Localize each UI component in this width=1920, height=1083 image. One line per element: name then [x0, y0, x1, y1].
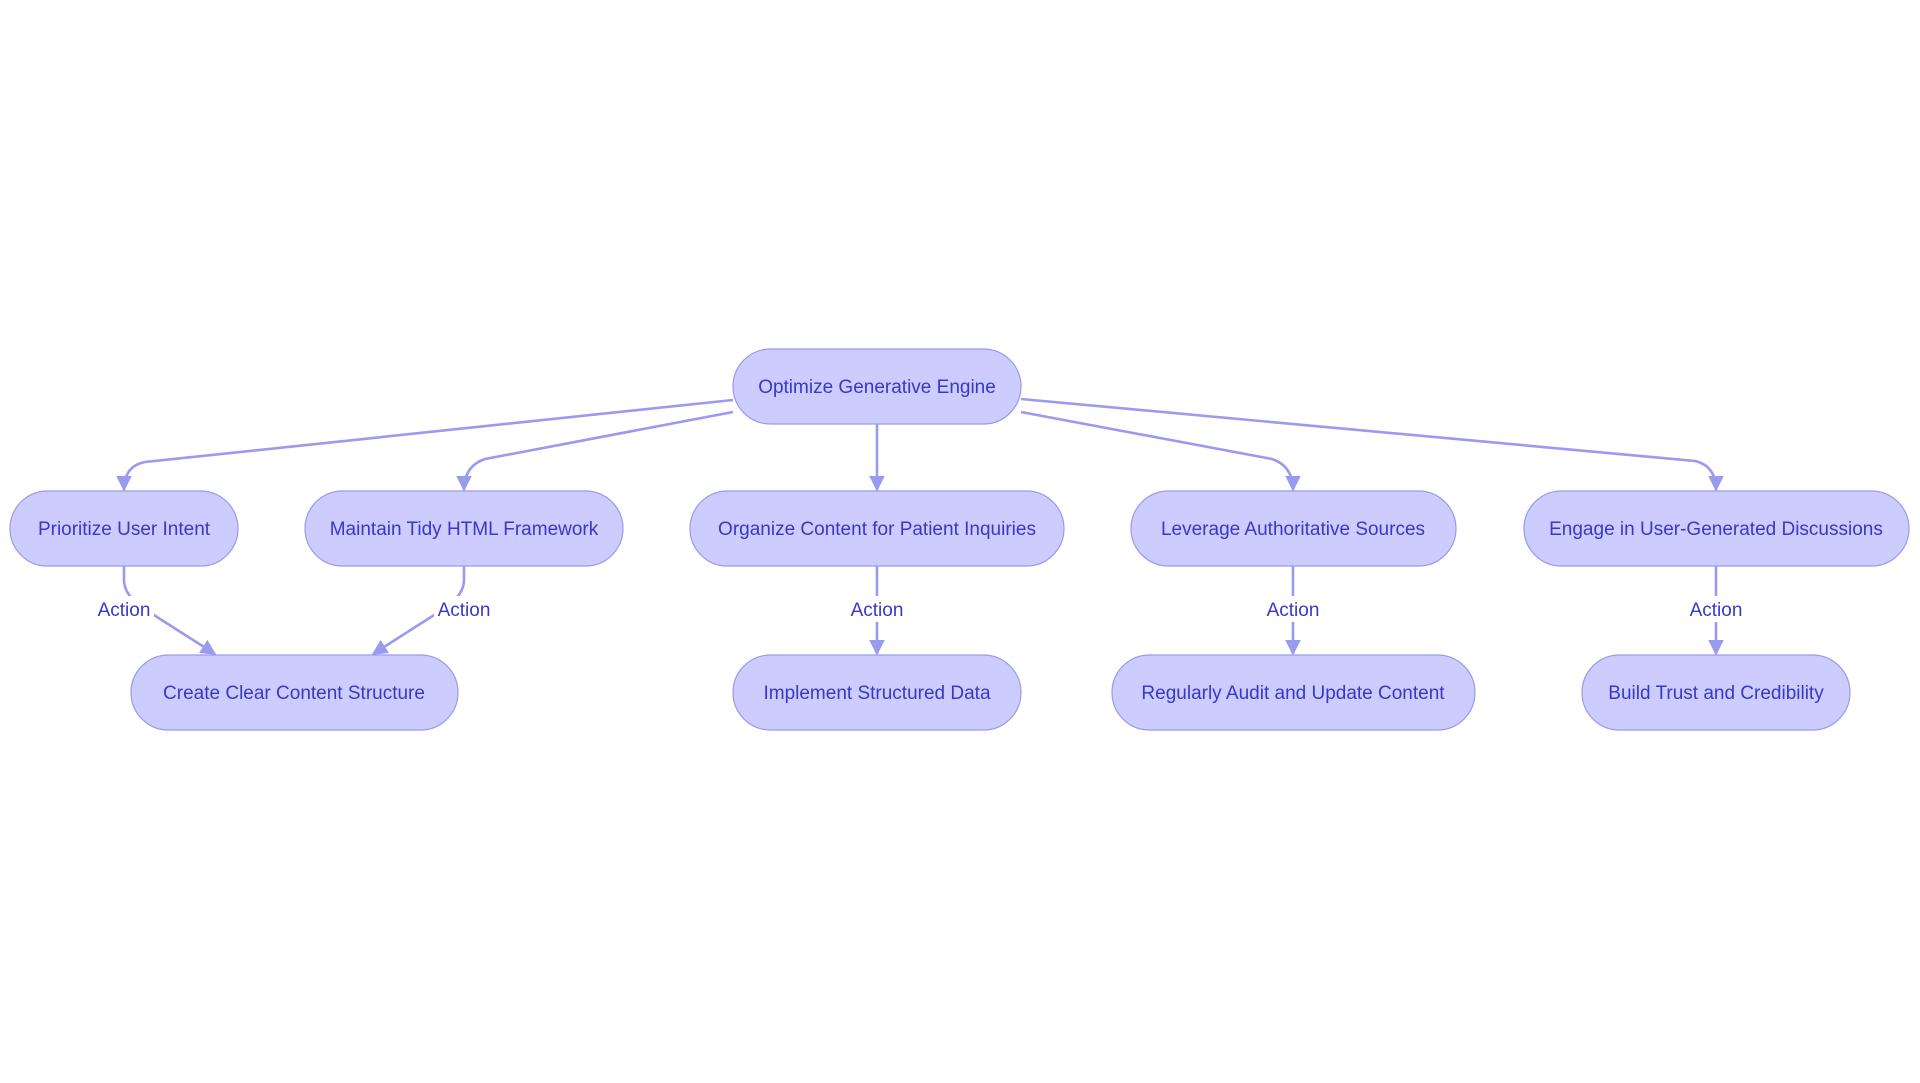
- edge-root-engage: [1020, 397, 1724, 492]
- node-regularly-audit-update-content[interactable]: Regularly Audit and Update Content: [1111, 654, 1476, 731]
- svg-text:Action: Action: [851, 600, 904, 621]
- edge-root-prioritize: [116, 398, 734, 492]
- node-implement-structured-data[interactable]: Implement Structured Data: [732, 654, 1022, 731]
- svg-text:Create Clear Content Structure: Create Clear Content Structure: [163, 683, 425, 704]
- edge-label-leverage-audit: Action: [1263, 596, 1323, 622]
- node-leverage-authoritative-sources[interactable]: Leverage Authoritative Sources: [1130, 490, 1457, 567]
- edge-label-prioritize-clear: Action: [94, 596, 154, 622]
- node-organize-content-patient-inquiries[interactable]: Organize Content for Patient Inquiries: [689, 490, 1065, 567]
- svg-text:Action: Action: [438, 600, 491, 621]
- node-engage-user-generated-discussions[interactable]: Engage in User-Generated Discussions: [1523, 490, 1910, 567]
- edge-label-maintain-clear: Action: [434, 596, 494, 622]
- edge-label-organize-implement: Action: [847, 596, 907, 622]
- svg-text:Regularly Audit and Update Con: Regularly Audit and Update Content: [1141, 683, 1445, 704]
- svg-text:Prioritize User Intent: Prioritize User Intent: [38, 519, 211, 540]
- edge-root-leverage: [1020, 410, 1301, 492]
- svg-text:Engage in User-Generated Discu: Engage in User-Generated Discussions: [1549, 519, 1883, 540]
- svg-text:Implement Structured Data: Implement Structured Data: [763, 683, 990, 704]
- svg-text:Action: Action: [1267, 600, 1320, 621]
- node-maintain-tidy-html-framework[interactable]: Maintain Tidy HTML Framework: [304, 490, 624, 567]
- svg-text:Action: Action: [1690, 600, 1743, 621]
- svg-text:Action: Action: [98, 600, 151, 621]
- node-create-clear-content-structure[interactable]: Create Clear Content Structure: [130, 654, 459, 731]
- node-prioritize-user-intent[interactable]: Prioritize User Intent: [9, 490, 239, 567]
- svg-text:Leverage Authoritative Sources: Leverage Authoritative Sources: [1161, 519, 1425, 540]
- svg-text:Organize Content for Patient I: Organize Content for Patient Inquiries: [718, 519, 1036, 540]
- edge-root-maintain: [456, 410, 734, 492]
- svg-text:Build Trust and Credibility: Build Trust and Credibility: [1608, 683, 1824, 704]
- node-optimize-generative-engine[interactable]: Optimize Generative Engine: [732, 348, 1022, 425]
- edge-label-engage-trust: Action: [1686, 596, 1746, 622]
- svg-text:Optimize Generative Engine: Optimize Generative Engine: [758, 377, 996, 398]
- node-build-trust-credibility[interactable]: Build Trust and Credibility: [1581, 654, 1851, 731]
- svg-text:Maintain Tidy HTML Framework: Maintain Tidy HTML Framework: [330, 519, 599, 540]
